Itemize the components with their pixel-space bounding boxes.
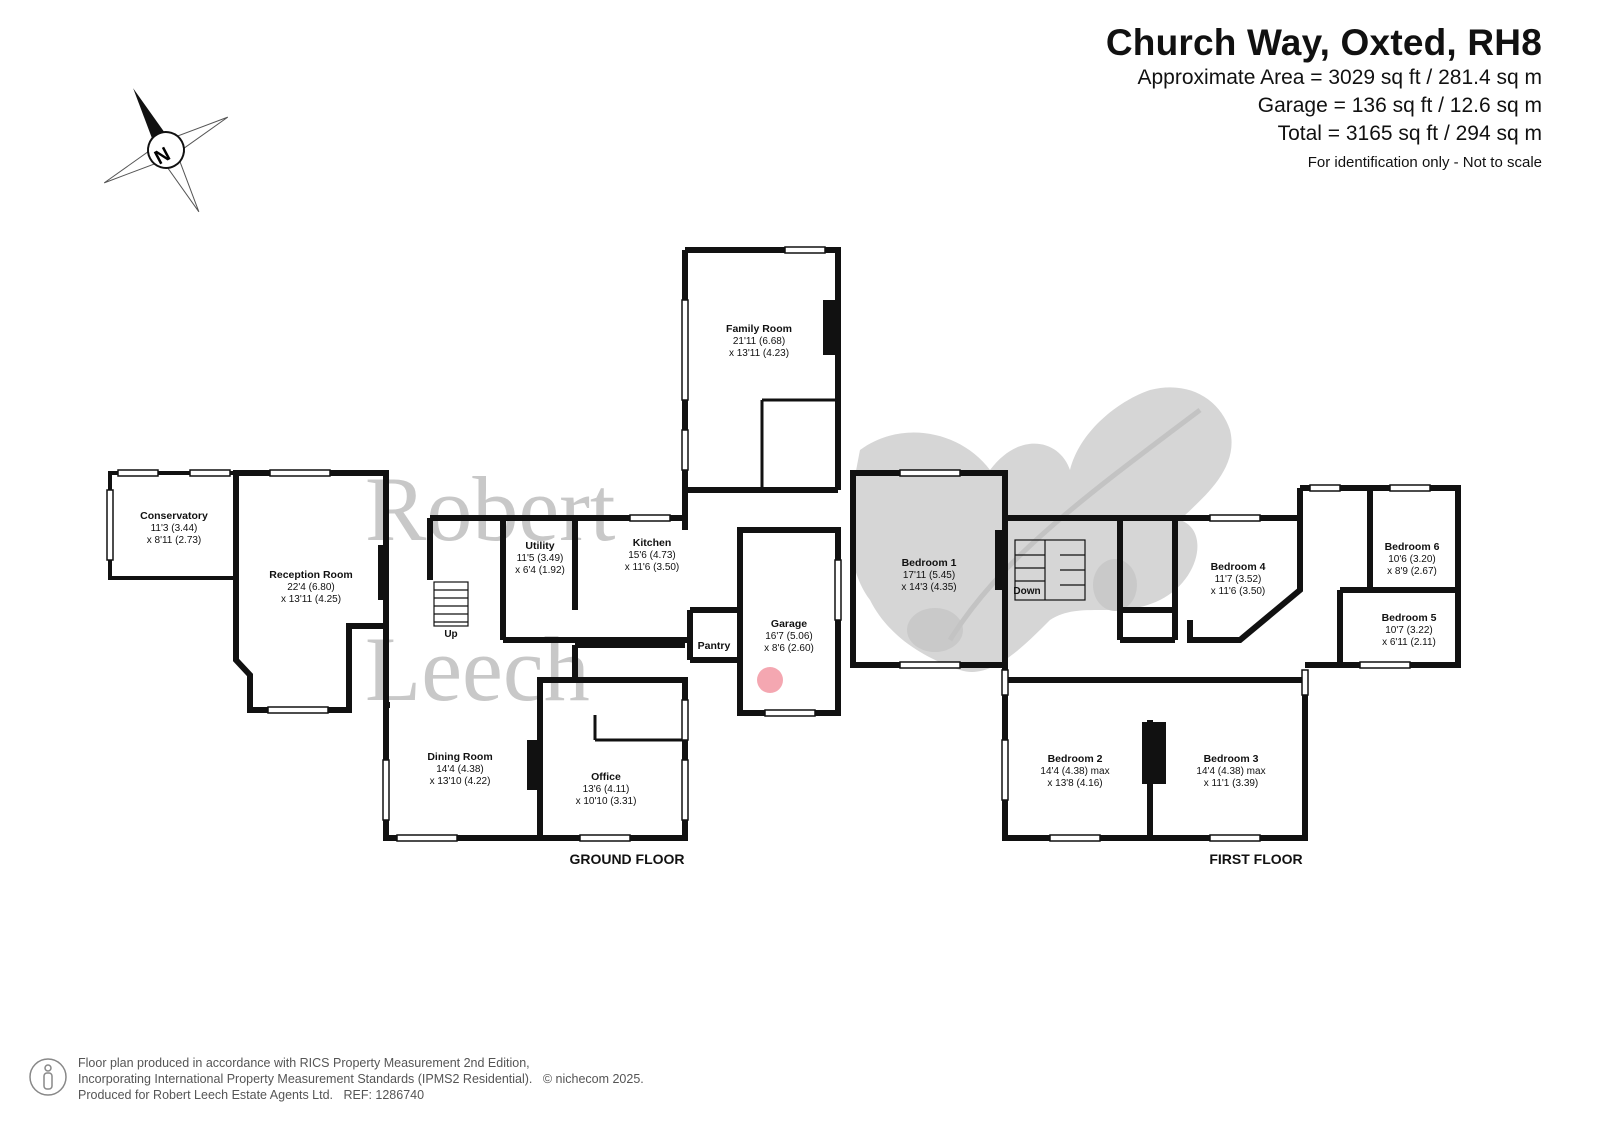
office-dim2: x 10'10 (3.31) [576,796,637,807]
dining-dim2: x 13'10 (4.22) [430,776,491,787]
footer-copyright: © nichecom 2025. [542,1072,644,1086]
bedroom-3-dim2: x 11'1 (3.39) [1204,778,1259,789]
office-dim1: 13'6 (4.11) [583,784,630,795]
conservatory-label: Conservatory 11'3 (3.44) x 8'11 (2.73) [140,510,208,546]
bedroom-2-label: Bedroom 2 14'4 (4.38) max x 13'8 (4.16) [1040,753,1109,789]
garage-dim2: x 8'6 (2.60) [764,643,814,654]
bedroom-5-dim1: 10'7 (3.22) [1385,625,1433,636]
bedroom-4-dim2: x 11'6 (3.50) [1211,586,1266,597]
bedroom-1-dim2: x 14'3 (4.35) [901,582,956,593]
footer-line-3: Produced for Robert Leech Estate Agents … [78,1088,334,1102]
utility-name: Utility [525,540,554,552]
family-label: Family Room 21'11 (6.68) x 13'11 (4.23) [726,323,792,359]
bedroom-2-dim1: 14'4 (4.38) max [1040,766,1109,777]
garage-dim1: 16'7 (5.06) [765,631,813,642]
dining-name: Dining Room [427,751,492,763]
kitchen-label: Kitchen 15'6 (4.73) x 11'6 (3.50) [625,537,680,573]
bedroom-3-label: Bedroom 3 14'4 (4.38) max x 11'1 (3.39) [1196,753,1265,789]
compass-rose-icon [103,88,229,213]
conservatory-name: Conservatory [140,510,208,522]
disclaimer-text: For identification only - Not to scale [1307,154,1542,171]
bedroom-5-label: Bedroom 5 10'7 (3.22) x 6'11 (2.11) [1382,612,1437,648]
utility-label: Utility 11'5 (3.49) x 6'4 (1.92) [515,540,565,576]
footer-line-3-wrap: Produced for Robert Leech Estate Agents … [78,1087,644,1103]
location-marker [757,667,783,693]
stairs-up-label: Up [444,629,457,640]
bedroom-4-name: Bedroom 4 [1211,561,1266,573]
dining-label: Dining Room 14'4 (4.38) x 13'10 (4.22) [427,751,492,787]
footer-line-2-wrap: Incorporating International Property Mea… [78,1071,644,1087]
person-scale-icon [29,1058,67,1096]
bedroom-5-dim2: x 6'11 (2.11) [1382,637,1436,648]
pantry-name: Pantry [698,640,731,652]
footer-line-2: Incorporating International Property Mea… [78,1072,533,1086]
first-stairs [1014,539,1086,601]
dining-dim1: 14'4 (4.38) [436,764,484,775]
bedroom-1-name: Bedroom 1 [902,557,957,569]
stairs-down-label: Down [1013,586,1040,597]
footer-line-1: Floor plan produced in accordance with R… [78,1056,530,1070]
watermark-text-leech: Leech [365,618,590,720]
bedroom-1-label: Bedroom 1 17'11 (5.45) x 14'3 (4.35) [901,557,956,593]
bedroom-6-name: Bedroom 6 [1385,541,1440,553]
total-area-text: Total = 3165 sq ft / 294 sq m [1277,122,1542,145]
bedroom-6-label: Bedroom 6 10'6 (3.20) x 8'9 (2.67) [1385,541,1440,577]
reception-dim1: 22'4 (6.80) [287,582,335,593]
footer-ref: REF: 1286740 [343,1088,425,1102]
family-walls [685,247,841,490]
garage-name: Garage [771,618,807,630]
footer-notes: Floor plan produced in accordance with R… [78,1055,644,1103]
bedroom-6-dim2: x 8'9 (2.67) [1387,566,1437,577]
bedroom-1-dim1: 17'11 (5.45) [903,570,955,581]
first-floor-windows [899,469,1431,842]
property-header: Church Way, Oxted, RH8 Approximate Area … [1106,22,1542,171]
kitchen-dim1: 15'6 (4.73) [628,550,676,561]
room-labels: Conservatory 11'3 (3.44) x 8'11 (2.73) R… [140,323,1439,867]
reception-name: Reception Room [269,569,352,581]
first-floor-label: FIRST FLOOR [1209,851,1302,867]
bedroom-3-name: Bedroom 3 [1204,753,1259,765]
oak-leaf-watermark-icon [850,387,1232,672]
watermark-text-robert: Robert [365,458,616,560]
property-title: Church Way, Oxted, RH8 [1105,22,1542,63]
ground-stairs [433,581,469,627]
office-label: Office 13'6 (4.11) x 10'10 (3.31) [576,771,637,807]
bedroom-4-dim1: 11'7 (3.52) [1215,574,1262,585]
bedroom-2-name: Bedroom 2 [1048,753,1103,765]
conservatory-dim2: x 8'11 (2.73) [147,535,202,546]
office-name: Office [591,771,621,783]
kitchen-name: Kitchen [633,537,672,549]
kitchen-dim2: x 11'6 (3.50) [625,562,680,573]
bedroom-4-label: Bedroom 4 11'7 (3.52) x 11'6 (3.50) [1211,561,1266,597]
reception-label: Reception Room 22'4 (6.80) x 13'11 (4.25… [269,569,352,605]
bedroom-3-dim1: 14'4 (4.38) max [1196,766,1265,777]
garage-area-text: Garage = 136 sq ft / 12.6 sq m [1257,94,1542,117]
approx-area-text: Approximate Area = 3029 sq ft / 281.4 sq… [1137,66,1543,89]
utility-dim2: x 6'4 (1.92) [515,565,565,576]
family-name: Family Room [726,323,792,335]
garage-label: Garage 16'7 (5.06) x 8'6 (2.60) [764,618,814,654]
family-dim2: x 13'11 (4.23) [729,348,789,359]
conservatory-dim1: 11'3 (3.44) [151,523,198,534]
ground-floor-windows [106,246,842,842]
bedroom-5-name: Bedroom 5 [1382,612,1437,624]
utility-dim1: 11'5 (3.49) [517,553,564,564]
bedroom-2-dim2: x 13'8 (4.16) [1047,778,1102,789]
family-dim1: 21'11 (6.68) [733,336,785,347]
ground-floor-label: GROUND FLOOR [569,851,684,867]
bedroom-6-dim1: 10'6 (3.20) [1388,554,1436,565]
watermark: Robert Leech [365,387,1232,720]
reception-dim2: x 13'11 (4.25) [281,594,341,605]
